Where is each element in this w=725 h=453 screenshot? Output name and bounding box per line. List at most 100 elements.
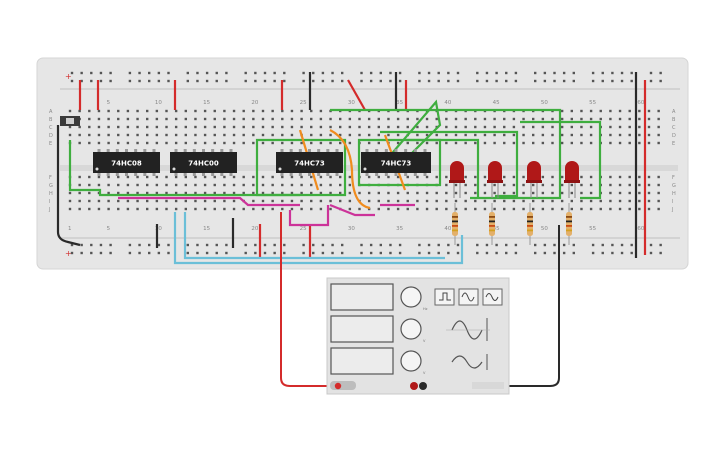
rail-hole[interactable]: [369, 243, 373, 247]
hole[interactable]: [184, 109, 187, 113]
hole[interactable]: [300, 117, 303, 121]
hole[interactable]: [435, 141, 438, 145]
hole[interactable]: [406, 199, 409, 203]
hole[interactable]: [136, 199, 139, 203]
hole[interactable]: [599, 109, 602, 113]
hole[interactable]: [146, 191, 149, 195]
hole[interactable]: [174, 207, 178, 211]
hole[interactable]: [638, 207, 641, 211]
hole[interactable]: [367, 133, 371, 137]
hole[interactable]: [580, 191, 583, 195]
hole[interactable]: [281, 125, 284, 129]
hole[interactable]: [589, 133, 593, 137]
rail-hole[interactable]: [485, 251, 489, 255]
hole[interactable]: [589, 175, 593, 179]
hole[interactable]: [252, 191, 255, 195]
hole[interactable]: [570, 141, 573, 145]
rail-hole[interactable]: [109, 251, 112, 255]
rail-hole[interactable]: [447, 251, 450, 255]
hole[interactable]: [88, 191, 91, 195]
hole[interactable]: [628, 141, 631, 145]
hole[interactable]: [541, 183, 545, 187]
hole[interactable]: [638, 133, 641, 137]
hole[interactable]: [503, 175, 506, 179]
hole[interactable]: [445, 133, 448, 137]
hole[interactable]: [146, 183, 149, 187]
rail-hole[interactable]: [138, 251, 141, 255]
hole[interactable]: [329, 133, 332, 137]
hole[interactable]: [387, 207, 390, 211]
hole[interactable]: [107, 133, 110, 137]
hole[interactable]: [416, 175, 419, 179]
hole[interactable]: [522, 175, 525, 179]
rail-hole[interactable]: [601, 79, 604, 83]
hole[interactable]: [522, 117, 525, 121]
hole[interactable]: [464, 207, 467, 211]
hole[interactable]: [493, 207, 496, 211]
hole[interactable]: [580, 175, 583, 179]
hole[interactable]: [300, 191, 303, 195]
hole[interactable]: [609, 141, 612, 145]
rail-hole[interactable]: [283, 79, 286, 83]
hole[interactable]: [493, 199, 496, 203]
hole[interactable]: [503, 117, 506, 121]
hole[interactable]: [203, 109, 207, 113]
rail-hole[interactable]: [70, 71, 74, 75]
hole[interactable]: [483, 125, 487, 129]
hole[interactable]: [638, 141, 641, 145]
hole[interactable]: [570, 207, 573, 211]
resistor-1[interactable]: [452, 203, 458, 245]
hole[interactable]: [358, 191, 361, 195]
hole[interactable]: [464, 141, 467, 145]
rail-hole[interactable]: [572, 251, 575, 255]
rail-hole[interactable]: [562, 243, 566, 247]
hole[interactable]: [638, 125, 641, 129]
hole[interactable]: [512, 175, 516, 179]
hole[interactable]: [657, 175, 660, 179]
hole[interactable]: [252, 183, 255, 187]
hole[interactable]: [136, 191, 139, 195]
hole[interactable]: [203, 199, 207, 203]
hole[interactable]: [589, 109, 593, 113]
hole[interactable]: [271, 117, 274, 121]
negative-terminal[interactable]: [419, 382, 427, 390]
hole[interactable]: [223, 199, 226, 203]
hole[interactable]: [88, 183, 91, 187]
hole[interactable]: [560, 207, 564, 211]
hole[interactable]: [580, 117, 583, 121]
wire-magenta-2[interactable]: [288, 205, 330, 227]
rail-hole[interactable]: [283, 71, 286, 75]
hole[interactable]: [551, 191, 554, 195]
rail-hole[interactable]: [148, 251, 151, 255]
rail-hole[interactable]: [302, 243, 305, 247]
hole[interactable]: [348, 207, 352, 211]
hole[interactable]: [78, 199, 81, 203]
hole[interactable]: [213, 125, 216, 129]
hole[interactable]: [445, 125, 448, 129]
rail-hole[interactable]: [360, 243, 363, 247]
hole[interactable]: [136, 109, 139, 113]
rail-hole[interactable]: [138, 71, 141, 75]
hole[interactable]: [454, 133, 458, 137]
rail-hole[interactable]: [514, 243, 518, 247]
hole[interactable]: [377, 175, 380, 179]
hole[interactable]: [445, 199, 448, 203]
hole[interactable]: [483, 175, 487, 179]
hole[interactable]: [638, 191, 641, 195]
rail-hole[interactable]: [263, 243, 267, 247]
hole[interactable]: [483, 191, 487, 195]
rail-hole[interactable]: [99, 79, 103, 83]
hole[interactable]: [367, 125, 371, 129]
hole[interactable]: [174, 183, 178, 187]
offset-knob[interactable]: [400, 350, 422, 372]
hole[interactable]: [136, 125, 139, 129]
hole[interactable]: [580, 141, 583, 145]
hole[interactable]: [213, 117, 216, 121]
rail-hole[interactable]: [427, 71, 431, 75]
hole[interactable]: [223, 117, 226, 121]
rail-hole[interactable]: [447, 71, 450, 75]
rail-hole[interactable]: [157, 243, 161, 247]
frequency-knob[interactable]: [400, 286, 422, 308]
hole[interactable]: [252, 141, 255, 145]
rail-hole[interactable]: [80, 71, 83, 75]
